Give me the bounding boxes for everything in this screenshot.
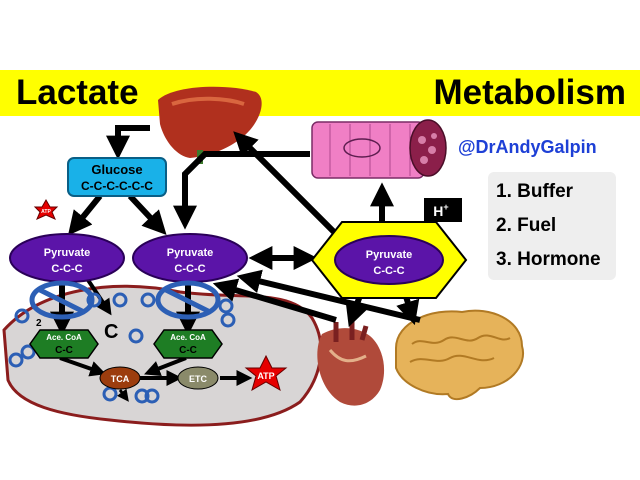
acetyl-left xyxy=(29,329,99,359)
acetyl-left-name: Ace. CoA xyxy=(46,333,82,342)
atp-star-big xyxy=(244,354,288,392)
arrow-glucose-to-pyruvate-left xyxy=(67,194,103,236)
acetyl-mid xyxy=(153,329,223,359)
arrow-liver-to-glucose xyxy=(106,125,150,160)
role-fuel: 2. Fuel xyxy=(496,215,557,236)
tca-node xyxy=(99,366,141,390)
glucose-formula: C-C-C-C-C-C xyxy=(81,179,153,193)
title-band xyxy=(0,70,640,116)
glucose-box xyxy=(67,157,167,197)
acetyl-mid-name: Ace. CoA xyxy=(170,333,206,342)
arrow-brain-to-pyruvate-mid xyxy=(236,269,421,323)
title-metabolism: Metabolism xyxy=(433,73,626,112)
pyruvate-mid-name: Pyruvate xyxy=(167,247,213,259)
tca-label: TCA xyxy=(111,374,130,384)
blocked-symbol-left xyxy=(29,280,95,320)
co2-sub: 2 xyxy=(36,318,42,329)
atp-small-label: ATP xyxy=(41,209,51,215)
pyruvate-right xyxy=(334,235,444,285)
arrow-acetyl-mid-to-tca xyxy=(144,356,187,376)
title-lactate: Lactate xyxy=(16,73,139,112)
glucose-name: Glucose xyxy=(91,162,142,177)
blocked-symbol-mid xyxy=(155,280,221,320)
pathway-arrows xyxy=(50,125,421,402)
pyruvate-right-formula: C-C-C xyxy=(373,265,404,277)
atp-star-small xyxy=(33,198,59,220)
etc-label: ETC xyxy=(189,374,208,384)
role-buffer: 1. Buffer xyxy=(496,181,574,202)
atp-big-label: ATP xyxy=(257,371,274,381)
arrow-glucose-to-pyruvate-mid xyxy=(127,193,167,236)
hplus-base: H xyxy=(433,203,443,219)
brain-icon xyxy=(395,309,525,401)
oxygen-molecules xyxy=(8,292,236,404)
heart-icon xyxy=(317,318,385,406)
author-handle: @DrAndyGalpin xyxy=(458,137,597,157)
acetyl-mid-formula: C-C xyxy=(179,345,197,356)
hplus-box xyxy=(424,198,462,222)
hplus-sup: + xyxy=(443,202,448,212)
roles-panel xyxy=(488,172,616,280)
acetyl-left-formula: C-C xyxy=(55,345,73,356)
arrow-acetyl-to-tca xyxy=(59,356,107,377)
arrow-pyruvate-right-to-liver xyxy=(233,131,343,241)
pyruvate-mid-formula: C-C-C xyxy=(174,263,205,275)
etc-node xyxy=(177,366,219,390)
hplus-label: H+ xyxy=(433,202,448,219)
co2-c: C xyxy=(104,321,118,343)
role-hormone: 3. Hormone xyxy=(496,249,601,270)
muscle-fiber-icon xyxy=(311,119,447,179)
pyruvate-left-name: Pyruvate xyxy=(44,247,90,259)
pyruvate-right-name: Pyruvate xyxy=(366,249,412,261)
arrow-tca-co2 xyxy=(116,388,129,402)
pyruvate-left-formula: C-C-C xyxy=(51,263,82,275)
